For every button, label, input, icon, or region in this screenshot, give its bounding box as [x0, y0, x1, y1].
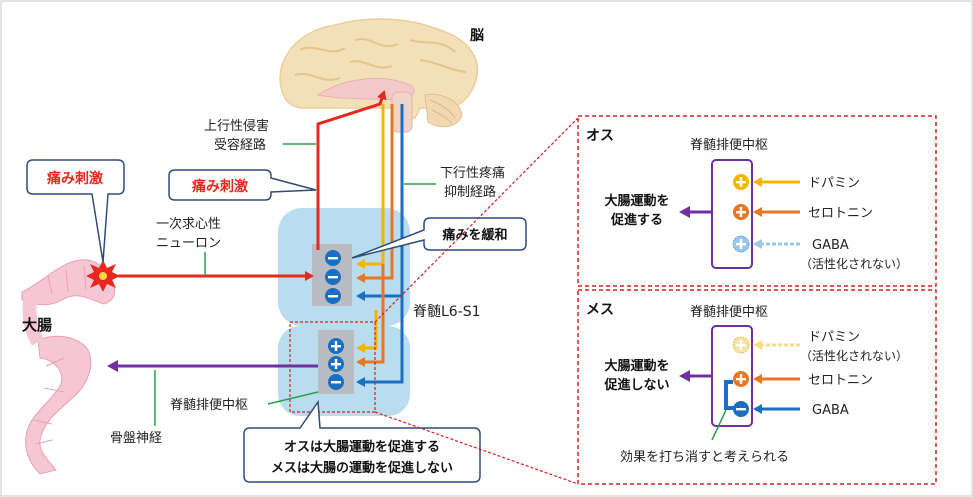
pain-burst-icon [86, 260, 120, 292]
female-effect-line-2: 促進しない [603, 377, 669, 393]
cancel-note: 効果を打ち消すと考えられる [620, 450, 789, 465]
ascending-path-label-2: 受容経路 [214, 137, 266, 153]
ascending-path-label-1: 上行性侵害 [204, 118, 269, 134]
plus-icon [733, 371, 749, 387]
pain-stimulus-left-label: 痛み刺激 [46, 170, 103, 187]
defecation-center-label: 脊髄排便中枢 [170, 398, 248, 413]
pain-stimulus-callout-center: 痛み刺激 [168, 169, 317, 201]
male-gaba-label: GABA [812, 238, 849, 253]
large-intestine-label: 大腸 [22, 316, 52, 334]
pain-relief-callout: 痛みを緩和 [351, 217, 527, 259]
plus-icon [732, 235, 750, 253]
pain-stimulus-center-label: 痛み刺激 [191, 178, 248, 195]
pelvic-nerve-label: 骨盤神経 [110, 431, 162, 446]
minus-icon [325, 250, 341, 266]
female-dopamine-label: ドパミン [808, 330, 860, 345]
minus-icon [328, 374, 344, 390]
female-serotonin-label: セロトニン [808, 373, 873, 388]
plus-icon [328, 356, 344, 372]
panel-connector-top [374, 117, 579, 323]
minus-icon [733, 401, 749, 417]
male-gaba-note: （活性化されない） [800, 257, 908, 271]
male-panel-title: オス [586, 128, 614, 144]
female-effect-line-1: 大腸運動を [604, 358, 669, 374]
minus-icon [325, 288, 341, 304]
summary-callout: オスは大腸運動を促進する メスは大腸の運動を促進しない [243, 399, 481, 483]
female-panel-title: メス [586, 302, 614, 318]
minus-icon [325, 269, 341, 285]
spinal-cord-label: 脊髄L6-S1 [413, 304, 481, 320]
pain-stimulus-callout-left: 痛み刺激 [26, 159, 125, 263]
male-center-label: 脊髄排便中枢 [690, 138, 768, 153]
panel-connector-bottom [374, 411, 579, 485]
summary-line-2: メスは大腸の運動を促進しない [271, 460, 453, 476]
male-serotonin-label: セロトニン [808, 206, 873, 221]
female-center-label: 脊髄排便中枢 [690, 305, 768, 320]
plus-icon [733, 204, 749, 220]
male-effect-line-2: 促進する [610, 212, 663, 228]
female-dopamine-note: （活性化されない） [800, 349, 908, 363]
male-dopamine-label: ドパミン [808, 176, 860, 191]
primary-neuron-label-1: 一次求心性 [156, 216, 221, 232]
leader-line [267, 391, 319, 405]
dopamine-pathway-lower [356, 310, 378, 353]
female-gaba-label: GABA [812, 403, 849, 418]
descending-path-label-1: 下行性疼痛 [440, 165, 505, 181]
gaba-pathway-lower [356, 296, 404, 387]
brain-label: 脳 [470, 27, 484, 44]
pain-relief-label: 痛みを緩和 [441, 227, 507, 243]
plus-icon [733, 174, 749, 190]
serotonin-pathway-upper [356, 104, 394, 283]
male-panel [577, 115, 937, 287]
male-effect-line-1: 大腸運動を [604, 193, 669, 209]
large-intestine-illustration [21, 259, 116, 475]
plus-icon [732, 336, 750, 354]
summary-line-1: オスは大腸運動を促進する [284, 439, 440, 455]
primary-neuron-label-2: ニューロン [156, 236, 221, 251]
female-panel [577, 289, 937, 485]
ascending-pain-pathway [316, 90, 387, 250]
plus-icon [328, 338, 344, 354]
serotonin-pathway-lower [356, 264, 385, 367]
leader-line [711, 409, 727, 441]
descending-path-label-2: 抑制経路 [444, 184, 496, 200]
